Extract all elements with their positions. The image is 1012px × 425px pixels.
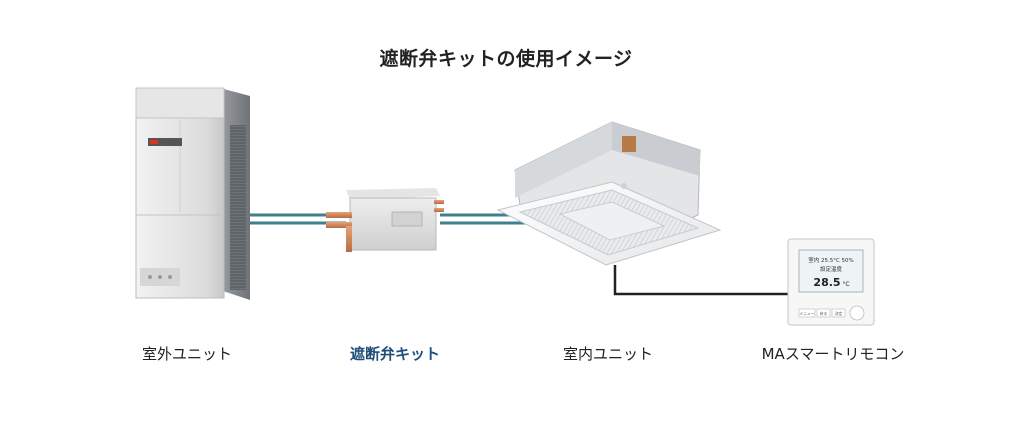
remote-button-back: 戻る [820,311,828,316]
label-indoor-unit: 室内ユニット [562,345,653,363]
remote-button-enter: 決定 [835,311,843,316]
remote-display-line2: 設定温度 [820,265,843,273]
indoor-unit-image [496,121,722,266]
power-button-icon [849,305,865,321]
label-shutoff-valve-kit: 遮断弁キット [349,345,440,363]
remote-display-unit: °C [842,281,849,288]
remote-button-menu: メニュー [799,311,814,316]
outdoor-unit-image [135,87,250,300]
remote-display-temp: 28.5 [813,276,840,289]
remote-display-line1: 室内 25.5°C 50% [808,256,854,264]
remote-controller-image: 室内 25.5°C 50% 設定温度 28.5 °C メニュー 戻る 決定 [787,238,875,326]
label-ma-smart-remote: MAスマートリモコン [761,345,905,363]
label-outdoor-unit: 室外ユニット [141,345,232,363]
diagram-title: 遮断弁キットの使用イメージ [379,48,633,70]
shutoff-valve-kit-image [326,188,444,252]
control-wire [613,265,790,296]
